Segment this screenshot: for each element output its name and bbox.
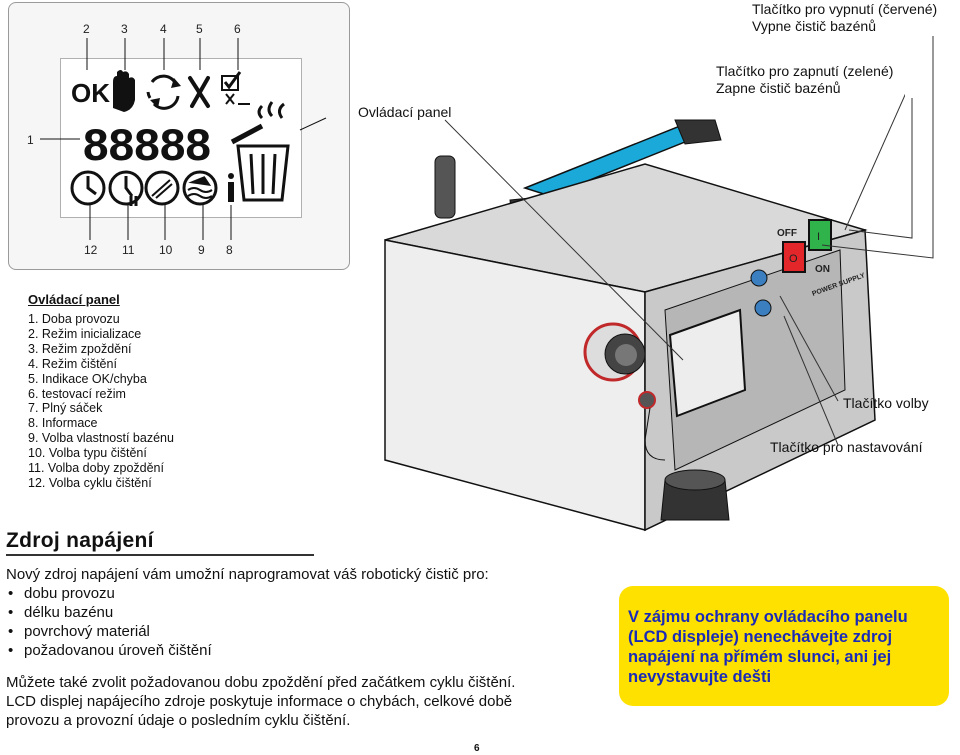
seven-segment-display: 88888 — [82, 122, 212, 174]
lcd-number-8: 8 — [226, 243, 233, 257]
lcd-number-10: 10 — [159, 243, 173, 257]
error-x-icon — [188, 76, 210, 108]
legend-item: 1. Doba provozu — [28, 312, 120, 326]
lcd-number-6: 6 — [234, 22, 241, 36]
cycle-time-icon — [70, 170, 106, 206]
cleaning-type-icon — [144, 170, 180, 206]
lcd-icons-layer: OK 88888 — [40, 38, 327, 240]
legend-item: 12. Volba cyklu čištění — [28, 475, 152, 490]
section-rule — [6, 554, 314, 556]
callout-off-button: Tlačítko pro vypnutí (červené) Vypne čis… — [752, 1, 937, 35]
legend-item: 5. Indikace OK/chyba — [28, 371, 147, 386]
section-paragraph: Můžete také zvolit požadovanou dobu zpož… — [6, 673, 566, 730]
set-button — [754, 299, 772, 317]
legend-item: 9. Volba vlastností bazénu — [28, 431, 174, 446]
legend-item: 3. Režim zpoždění — [28, 341, 132, 356]
paragraph-line: Můžete také zvolit požadovanou dobu zpož… — [6, 674, 516, 691]
callout-on-button: Tlačítko pro zapnutí (zelené) Zapne čist… — [716, 63, 893, 97]
page-number: 6 — [474, 743, 480, 754]
power-supply-illustration: O I OFF ON POWER SUPPLY — [384, 93, 905, 532]
svg-text:OFF: OFF — [777, 228, 797, 239]
warning-text: V zájmu ochrany ovládacího panelu (LCD d… — [628, 607, 946, 687]
lcd-number-12: 12 — [84, 243, 98, 257]
legend-item: 8. Informace — [28, 416, 98, 431]
section-intro: Nový zdroj napájení vám umožní naprogram… — [6, 566, 489, 583]
pool-properties-icon — [182, 170, 218, 206]
feature-item: požadovanou úroveň čištění — [8, 641, 212, 660]
svg-text:88888: 88888 — [82, 122, 210, 174]
svg-text:ON: ON — [815, 264, 830, 275]
callout-set-button: Tlačítko pro nastavování — [770, 439, 923, 455]
test-mode-icon — [221, 71, 250, 105]
warning-line: (LCD displeje) nenechávejte zdroj — [628, 628, 893, 646]
callout-on-line1: Tlačítko pro zapnutí (zelené) — [716, 63, 894, 79]
legend-item: 11. Volba doby zpoždění — [28, 461, 164, 476]
legend-list: 1. Doba provozu 2. Režim inicializace 3.… — [28, 312, 174, 491]
legend-item: 6. testovací režim — [28, 386, 126, 401]
feature-item: dobu provozu — [8, 584, 212, 603]
svg-text:I: I — [817, 231, 820, 243]
legend-title: Ovládací panel — [28, 292, 120, 307]
callout-off-line1: Tlačítko pro vypnutí (červené) — [752, 1, 938, 17]
paragraph-line: LCD displej napájecího zdroje poskytuje … — [6, 693, 513, 710]
select-button — [750, 269, 768, 287]
off-button: O — [782, 241, 806, 273]
lcd-number-9: 9 — [198, 243, 205, 257]
legend-item: 10. Volba typu čištění — [28, 446, 147, 461]
info-icon — [228, 173, 234, 202]
dust-cap — [660, 469, 730, 521]
feature-item: povrchový materiál — [8, 622, 212, 641]
callout-control-panel: Ovládací panel — [358, 104, 452, 120]
lcd-number-1: 1 — [27, 133, 34, 147]
feature-list: dobu provozu délku bazénu povrchový mate… — [8, 584, 212, 660]
lcd-number-4: 4 — [160, 22, 167, 36]
feature-item: délku bazénu — [8, 603, 212, 622]
on-button: I — [808, 219, 832, 251]
lcd-number-5: 5 — [196, 22, 203, 36]
legend-item: 4. Režim čištění — [28, 356, 117, 371]
section-title: Zdroj napájení — [6, 529, 154, 552]
warning-line: V zájmu ochrany ovládacího panelu — [628, 608, 908, 626]
cable-connector — [583, 322, 666, 461]
warning-line: napájení na přímém slunci, ani jej — [628, 648, 892, 666]
warning-line: nevystavujte dešti — [628, 668, 772, 686]
lcd-number-3: 3 — [121, 22, 128, 36]
lcd-number-11: 11 — [122, 243, 135, 257]
paragraph-line: provozu a provozní údaje o posledním cyk… — [6, 712, 351, 729]
warning-box — [619, 586, 949, 706]
hand-icon — [113, 70, 135, 112]
cycle-icon — [146, 74, 181, 110]
ok-icon: OK — [71, 78, 110, 108]
legend-item: 2. Režim inicializace — [28, 326, 142, 341]
delay-time-icon — [108, 170, 144, 206]
svg-text:O: O — [789, 253, 798, 265]
callout-select-button: Tlačítko volby — [843, 395, 929, 411]
legend-item: 7. Plný sáček — [28, 401, 103, 416]
lcd-number-2: 2 — [83, 22, 90, 36]
full-bag-icon — [230, 101, 290, 202]
callout-off-line2: Vypne čistič bazénů — [752, 18, 876, 34]
callout-on-line2: Zapne čistič bazénů — [716, 80, 841, 96]
